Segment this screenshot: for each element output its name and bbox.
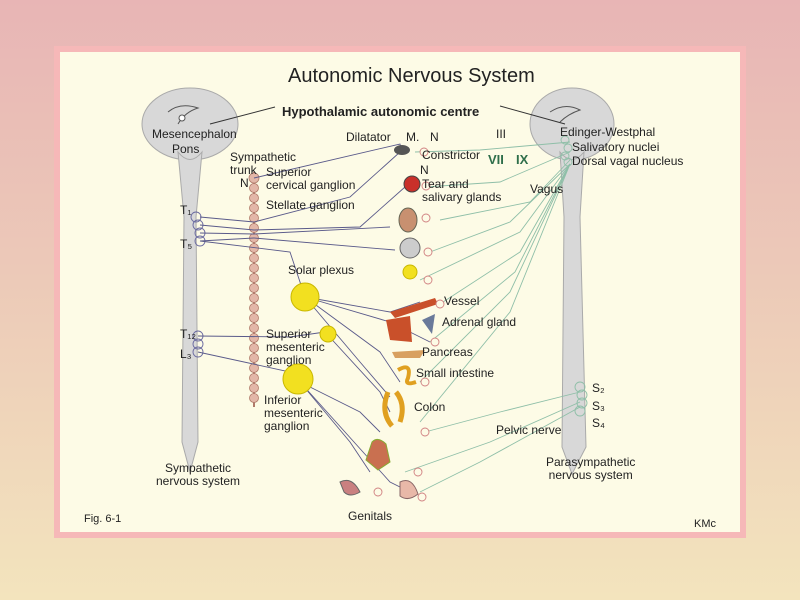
- organs: [339, 145, 438, 500]
- label-dorsal-vagal-nucleus: Dorsal vagal nucleus: [572, 154, 684, 168]
- label-iii: III: [496, 127, 507, 141]
- label-pelvic-nerve: Pelvic nerve: [496, 423, 562, 437]
- label-pancreas: Pancreas: [422, 345, 473, 359]
- label-l3: L₃: [180, 347, 192, 361]
- label-tear-salivary-glands: Tear and salivary glands: [422, 177, 502, 204]
- figure-number: Fig. 6-1: [84, 513, 122, 525]
- label-s3: S₃: [592, 399, 605, 413]
- label-sympathetic-nervous-system: Sympathetic nervous system: [156, 461, 241, 488]
- label-t12: T₁₂: [180, 327, 197, 341]
- diagram-panel: Autonomic Nervous System Hypothalamic au…: [60, 52, 740, 532]
- label-pons: Pons: [172, 142, 200, 156]
- slide-frame: Autonomic Nervous System Hypothalamic au…: [54, 46, 746, 538]
- label-dilatator: Dilatator: [346, 130, 391, 144]
- label-adrenal-gland: Adrenal gland: [442, 315, 517, 329]
- label-s2: S₂: [592, 381, 605, 395]
- sacral-outflow-coils: [560, 135, 588, 417]
- label-superior-cervical-ganglion: Superior cervical ganglion: [266, 165, 356, 192]
- label-constrictor: Constrictor: [422, 148, 481, 162]
- hypothalamus-arrow-left: [209, 106, 276, 125]
- diagram-title: Autonomic Nervous System: [288, 65, 535, 87]
- author-initials: KMc: [694, 518, 716, 530]
- sympathetic-chain: [248, 172, 260, 407]
- right-brain-spinal-cord: [529, 87, 615, 476]
- label-ix: IX: [516, 152, 529, 167]
- label-stellate-ganglion: Stellate ganglion: [266, 198, 355, 212]
- label-superior-mesenteric-ganglion: Superior mesenteric ganglion: [266, 327, 325, 367]
- label-t5: T₅: [180, 237, 193, 251]
- label-inferior-mesenteric-ganglion: Inferior mesenteric ganglion: [264, 393, 323, 433]
- label-edinger-westphal: Edinger-Westphal: [560, 125, 656, 139]
- label-n-top: N: [430, 130, 439, 144]
- label-solar-plexus: Solar plexus: [288, 263, 355, 277]
- label-salivatory-nuclei: Salivatory nuclei: [572, 140, 660, 154]
- label-parasympathetic-nervous-system: Parasympathetic nervous system: [546, 455, 636, 482]
- label-n-left: N: [240, 176, 249, 190]
- diagram-subtitle: Hypothalamic autonomic centre: [282, 104, 480, 119]
- label-t1: T₁: [180, 203, 192, 217]
- label-colon: Colon: [414, 400, 446, 414]
- terminal-ganglia: [373, 147, 445, 502]
- label-s4: S₄: [592, 416, 605, 430]
- label-genitals: Genitals: [348, 509, 393, 523]
- label-small-intestine: Small intestine: [416, 366, 495, 380]
- hypothalamus-arrow-right: [499, 105, 566, 125]
- label-n-mid: N: [420, 163, 429, 177]
- label-vii: VII: [488, 152, 504, 167]
- label-vagus: Vagus: [530, 182, 564, 196]
- parasympathetic-fibres: [404, 141, 581, 493]
- sympathetic-fibres: [197, 143, 431, 493]
- prevertebral-ganglia: [282, 264, 418, 395]
- nervous-system-diagram: [141, 87, 615, 502]
- label-mesencephalon: Mesencephalon: [152, 127, 237, 141]
- label-vessel: Vessel: [444, 294, 480, 308]
- label-m: M.: [406, 130, 420, 144]
- label-sympathetic-trunk: Sympathetic trunk: [230, 150, 297, 177]
- left-brain-spinal-cord: [141, 87, 239, 474]
